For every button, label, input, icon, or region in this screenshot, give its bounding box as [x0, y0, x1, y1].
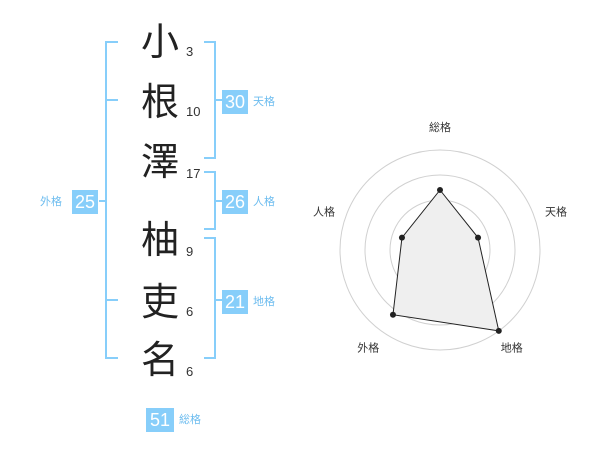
chikaku-bracket [204, 237, 222, 359]
chikaku-label: 地格 [253, 295, 275, 308]
name-char-4: 柚 [140, 218, 179, 262]
jinkaku-bracket [204, 171, 222, 230]
chikaku-value: 21 [222, 290, 248, 314]
radar-point-4 [389, 311, 396, 318]
gaikaku-value: 25 [72, 190, 98, 214]
tenkaku-label: 天格 [253, 95, 275, 108]
radar-axis-label: 天格 [545, 204, 567, 218]
radar-axis-label: 人格 [313, 204, 335, 218]
radar-point-5 [398, 234, 405, 241]
tenkaku-value: 30 [222, 90, 248, 114]
gaikaku-label: 外格 [40, 195, 62, 208]
jinkaku-label: 人格 [253, 195, 275, 208]
stroke-count-6: 6 [186, 364, 194, 379]
name-char-3: 澤 [140, 140, 179, 184]
radar-axis-label: 総格 [429, 120, 451, 134]
name-char-5: 吏 [140, 280, 179, 324]
radar-ring-3 [364, 174, 516, 326]
radar-ring-4 [339, 149, 541, 351]
soukaku-value: 51 [146, 408, 174, 432]
stroke-count-3: 17 [186, 166, 201, 181]
stroke-count-1: 3 [186, 44, 194, 59]
radar-axis-label: 地格 [501, 341, 523, 355]
name-char-2: 根 [140, 80, 179, 124]
jinkaku-value: 26 [222, 190, 248, 214]
stroke-count-4: 9 [186, 244, 194, 259]
radar-point-2 [475, 234, 482, 241]
tenkaku-bracket [204, 41, 222, 159]
soukaku-label: 総格 [179, 413, 201, 426]
radar-polygon [392, 189, 500, 332]
stroke-count-5: 6 [186, 304, 194, 319]
radar-point-3 [495, 327, 502, 334]
radar-axis-label: 外格 [357, 341, 379, 355]
radar-point-1 [437, 187, 443, 193]
name-char-6: 名 [140, 338, 179, 382]
name-char-1: 小 [140, 20, 179, 64]
gaikaku-bracket [99, 41, 118, 359]
stroke-count-2: 10 [186, 104, 201, 119]
